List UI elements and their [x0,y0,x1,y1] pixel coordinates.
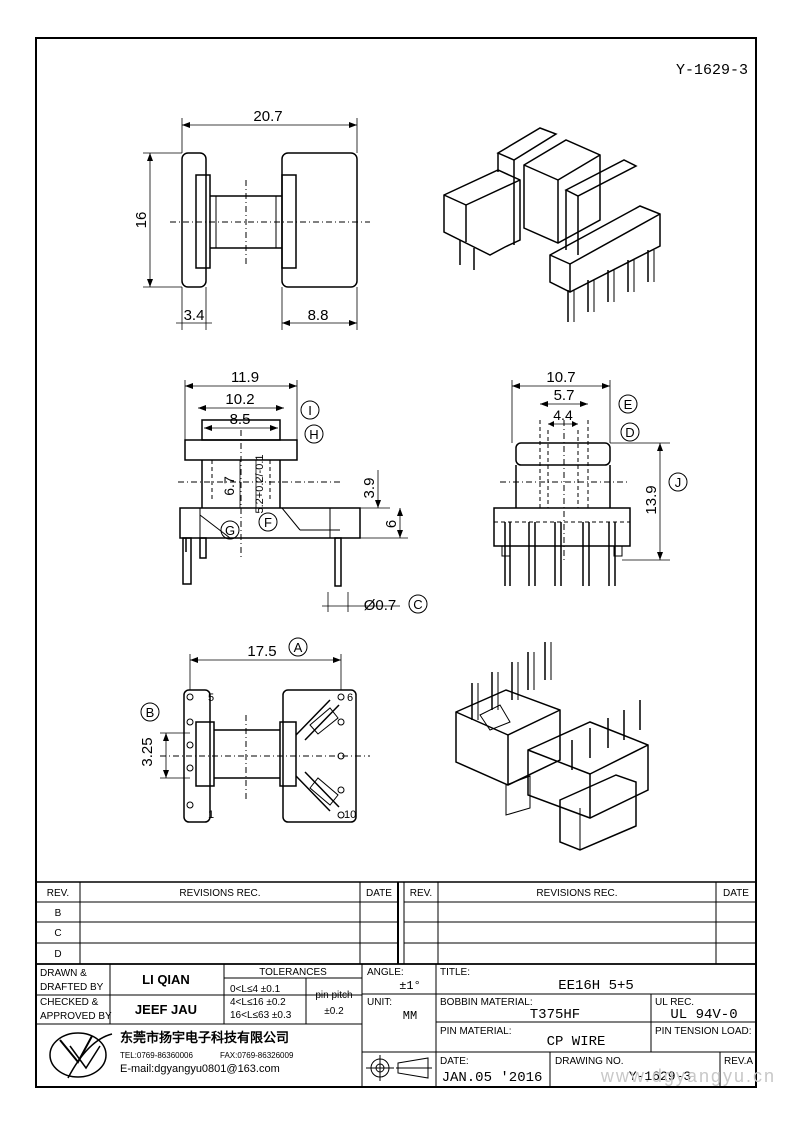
company-logo-icon [49,1032,113,1079]
svg-text:3.25: 3.25 [139,737,156,766]
svg-text:6: 6 [383,520,400,528]
isometric-view-top [443,127,661,322]
svg-text:MM: MM [403,1009,417,1023]
projection-symbol-icon [366,1055,432,1081]
top-view: 20.7 16 3.4 8.8 [133,108,370,330]
svg-text:3.4: 3.4 [184,307,205,324]
svg-text:东莞市扬宇电子科技有限公司: 东莞市扬宇电子科技有限公司 [120,1030,289,1045]
svg-text:EE16H 5+5: EE16H 5+5 [558,978,634,994]
svg-text:JAN.05 '2016: JAN.05 '2016 [442,1070,543,1086]
svg-text:REV.: REV. [47,888,69,899]
svg-text:G: G [225,523,235,538]
svg-text:B: B [146,705,155,720]
svg-text:DRAWN &: DRAWN & [40,968,87,979]
svg-text:FAX:0769-86326009: FAX:0769-86326009 [220,1051,294,1060]
svg-text:B: B [55,908,62,919]
svg-text:T375HF: T375HF [530,1007,580,1023]
svg-text:DATE:: DATE: [440,1056,469,1067]
svg-text:8.8: 8.8 [308,307,329,324]
svg-text:17.5: 17.5 [247,643,276,660]
svg-text:DRAFTED BY: DRAFTED BY [40,982,104,993]
svg-text:5.7: 5.7 [554,387,575,404]
svg-text:16<L≤63 ±0.3: 16<L≤63 ±0.3 [230,1010,292,1021]
svg-text:4.4: 4.4 [553,407,573,423]
svg-text:D: D [625,425,634,440]
svg-text:PIN MATERIAL:: PIN MATERIAL: [440,1026,512,1037]
svg-text:F: F [264,515,272,530]
svg-text:20.7: 20.7 [253,108,282,125]
svg-text:DATE: DATE [723,888,749,899]
svg-text:TITLE:: TITLE: [440,967,470,978]
title-block: DRAWN & DRAFTED BY LI QIAN CHECKED & APP… [35,963,757,1088]
svg-text:16: 16 [133,212,150,229]
svg-text:E-mail:dgyangyu0801@163.com: E-mail:dgyangyu0801@163.com [120,1063,280,1075]
watermark: www.dgyangyu.cn [600,1066,776,1086]
svg-text:10.2: 10.2 [225,391,254,408]
svg-text:pin pitch: pin pitch [315,990,352,1001]
svg-text:10: 10 [344,809,356,821]
svg-text:±1°: ±1° [399,979,421,993]
svg-text:1: 1 [208,809,214,821]
svg-text:10.7: 10.7 [546,369,575,386]
svg-text:Ø0.7: Ø0.7 [364,597,397,614]
bottom-view: 5 1 6 10 17.5 A 3.25 B [139,637,370,823]
svg-text:UNIT:: UNIT: [367,997,392,1008]
svg-text:DRAWING NO.: DRAWING NO. [555,1056,624,1067]
svg-text:REVISIONS REC.: REVISIONS REC. [536,888,617,899]
svg-text:UL REC.: UL REC. [655,997,694,1008]
svg-text:6: 6 [347,692,353,704]
svg-text:CP WIRE: CP WIRE [547,1034,606,1050]
svg-text:JEEF JAU: JEEF JAU [135,1002,197,1017]
svg-text:H: H [309,427,318,442]
svg-text:8.5: 8.5 [230,411,251,428]
svg-text:I: I [308,403,312,418]
svg-text:A: A [294,640,303,655]
svg-text:D: D [54,949,61,960]
side-view: 10.7 5.7 4.4 13.9 E D J [493,369,688,586]
svg-text:5: 5 [208,692,214,704]
svg-text:ANGLE:: ANGLE: [367,967,404,978]
front-view: 11.9 10.2 8.5 6.7 5.2+0.2/-0.1 3.9 6 Ø0.… [178,369,428,614]
svg-text:5.2+0.2/-0.1: 5.2+0.2/-0.1 [254,454,266,513]
svg-text:±0.2: ±0.2 [324,1006,344,1017]
svg-text:C: C [413,597,422,612]
drawing-id: Y-1629-3 [676,62,748,79]
svg-text:TOLERANCES: TOLERANCES [259,967,327,978]
svg-text:13.9: 13.9 [643,485,660,514]
svg-text:BOBBIN MATERIAL:: BOBBIN MATERIAL: [440,997,533,1008]
isometric-view-bottom [455,642,649,851]
svg-text:UL 94V-0: UL 94V-0 [670,1007,737,1023]
svg-text:3.9: 3.9 [361,478,378,499]
svg-text:LI QIAN: LI QIAN [142,972,190,987]
svg-text:TEL:0769-86360006: TEL:0769-86360006 [120,1051,194,1060]
svg-text:4<L≤16 ±0.2: 4<L≤16 ±0.2 [230,997,286,1008]
svg-text:REV.: REV. [410,888,432,899]
svg-text:CHECKED &: CHECKED & [40,997,99,1008]
svg-text:REV.A: REV.A [724,1056,753,1067]
svg-text:6.7: 6.7 [221,476,237,496]
svg-text:0<L≤4 ±0.1: 0<L≤4 ±0.1 [230,984,281,995]
svg-text:J: J [675,475,682,490]
svg-text:DATE: DATE [366,888,392,899]
svg-text:PIN TENSION LOAD:: PIN TENSION LOAD: [655,1026,752,1037]
svg-text:C: C [54,928,61,939]
svg-text:E: E [624,397,633,412]
svg-text:APPROVED BY: APPROVED BY [40,1011,112,1022]
svg-text:Y-1629-3: Y-1629-3 [629,1069,691,1084]
svg-text:REVISIONS REC.: REVISIONS REC. [179,888,260,899]
svg-text:11.9: 11.9 [231,369,259,386]
